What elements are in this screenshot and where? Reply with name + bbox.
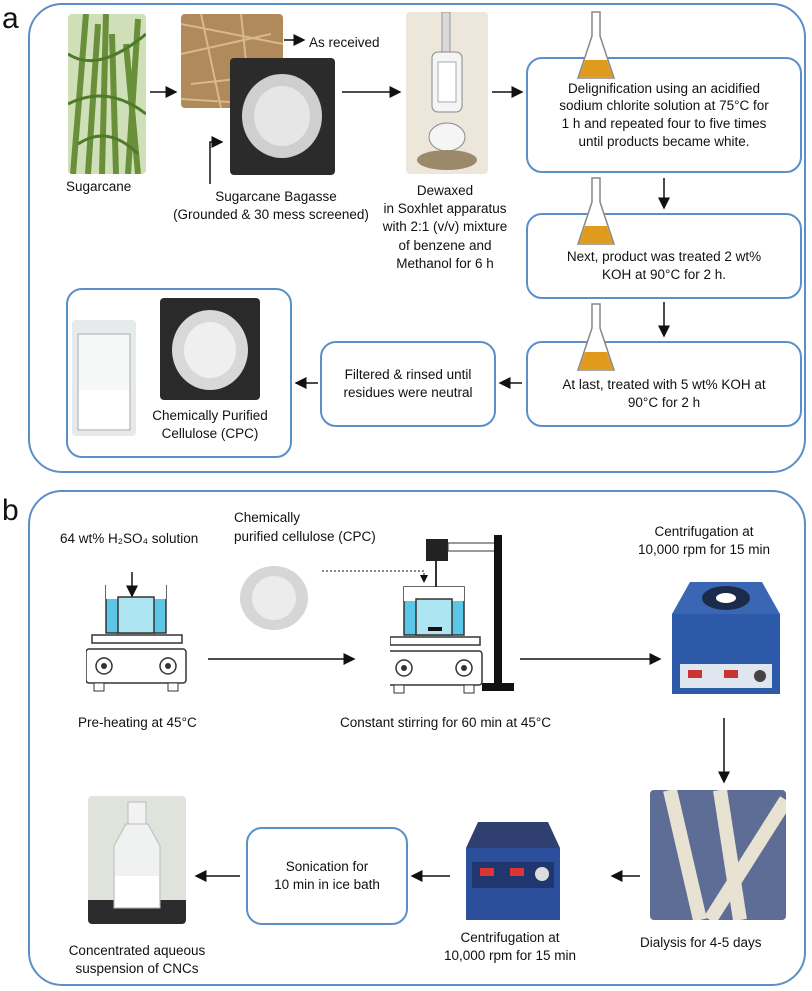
stirring-label: Constant stirring for 60 min at 45°C — [340, 715, 551, 730]
step1-line4: until products became white. — [578, 133, 750, 149]
cpc-powder-photo-b — [226, 556, 322, 636]
centrifuge-top-line2: 10,000 rpm for 15 min — [637, 542, 771, 557]
flask-icon — [576, 303, 616, 371]
koh-2wt-step-box: Next, product was treated 2 wt% KOH at 9… — [526, 213, 802, 299]
panel-b-frame — [28, 490, 806, 986]
panel-a-letter: a — [2, 2, 19, 35]
dewaxed-line4: of benzene and — [398, 238, 492, 253]
hot-plate-stirring — [390, 535, 514, 694]
centrifuge-bottom-photo — [458, 818, 568, 924]
centrifuge-top-line1: Centrifugation at — [654, 524, 754, 539]
sugarcane-photo — [68, 14, 146, 174]
delignification-step-box: Delignification using an acidified sodiu… — [526, 57, 802, 173]
step1-line3: 1 h and repeated four to five times — [561, 116, 767, 131]
step2-line2: KOH at 90°C for 2 h. — [602, 267, 726, 282]
centrifuge-bottom-line1: Centrifugation at — [460, 930, 560, 945]
cpc-label-line1: Chemically Purified — [152, 408, 268, 423]
bagasse-label-line1: Sugarcane Bagasse — [215, 189, 337, 204]
sonication-line1: Sonication for — [285, 859, 369, 875]
filtered-line1: Filtered & rinsed until — [344, 367, 472, 383]
bagasse-label-line2: (Grounded & 30 mess screened) — [173, 207, 369, 222]
dialysis-photo — [650, 790, 786, 920]
cncs-line1: Concentrated aqueous — [68, 943, 206, 958]
panel-a-frame — [28, 3, 806, 473]
step3-line2: 90°C for 2 h — [627, 395, 701, 410]
cncs-line2: suspension of CNCs — [75, 961, 199, 976]
sonication-step-box: Sonication for 10 min in ice bath — [246, 827, 408, 925]
flask-icon — [576, 11, 616, 79]
centrifuge-bottom-line2: 10,000 rpm for 15 min — [443, 948, 577, 963]
dewaxed-line5: Methanol for 6 h — [396, 256, 494, 271]
sonication-line2: 10 min in ice bath — [274, 877, 380, 892]
koh-5wt-step-box: At last, treated with 5 wt% KOH at 90°C … — [526, 341, 802, 427]
step1-line2: sodium chlorite solution at 75°C for — [559, 98, 769, 114]
filtered-step-box: Filtered & rinsed until residues were ne… — [320, 341, 496, 427]
dialysis-label: Dialysis for 4-5 days — [640, 935, 762, 950]
cpc-beaker-photo — [72, 320, 136, 436]
as-received-label: As received — [309, 35, 380, 50]
centrifuge-top-photo — [666, 574, 784, 702]
step1-line1: Delignification using an acidified — [567, 80, 761, 96]
step2-line1: Next, product was treated 2 wt% — [566, 249, 762, 265]
dewaxed-line1: Dewaxed — [416, 183, 474, 198]
sugarcane-label: Sugarcane — [66, 179, 132, 194]
step3-line1: At last, treated with 5 wt% KOH at — [562, 377, 766, 393]
soxhlet-photo — [406, 12, 488, 174]
dewaxed-line2: in Soxhlet apparatus — [383, 201, 507, 216]
preheat-label: Pre-heating at 45°C — [78, 715, 197, 730]
h2so4-label: 64 wt% H₂SO₄ solution — [60, 531, 199, 546]
bagasse-ground-photo — [230, 58, 335, 175]
panel-b-letter: b — [2, 494, 19, 527]
cpc-b-label-line2: purified cellulose (CPC) — [234, 529, 376, 544]
cpc-label-line2: Cellulose (CPC) — [161, 426, 259, 441]
cpc-b-label-line1: Chemically — [234, 510, 301, 525]
dewaxed-line3: with 2:1 (v/v) mixture — [382, 219, 508, 234]
cpc-powder-photo — [160, 298, 260, 400]
flask-icon — [576, 177, 616, 245]
cnc-bottle-photo — [88, 796, 186, 924]
filtered-line2: residues were neutral — [343, 385, 473, 400]
